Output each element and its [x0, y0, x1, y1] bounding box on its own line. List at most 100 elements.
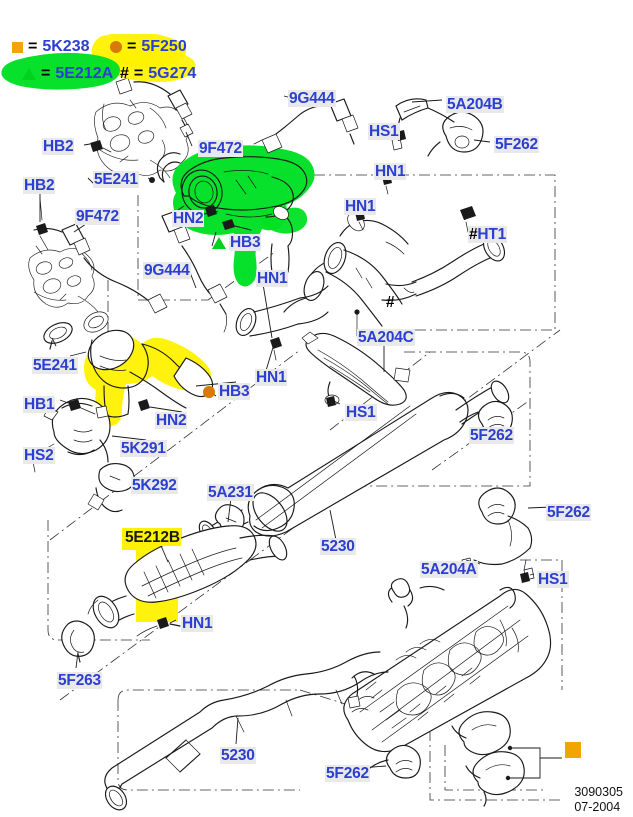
callout-label: HN2: [172, 210, 205, 227]
hash-prefix: #: [469, 226, 478, 243]
callout-label: HB2: [23, 177, 56, 194]
callout-HN1: HN1: [344, 198, 377, 215]
callout-label: 9F472: [198, 140, 243, 157]
isolator-pair-bottom-right: [451, 711, 562, 807]
gasket-seal-upper: [156, 152, 181, 183]
callout-label: 5F262: [325, 765, 370, 782]
tail-pipe-5230: [104, 651, 389, 811]
callout-label: 9F472: [75, 208, 120, 225]
callout-HB3: HB3: [212, 234, 262, 251]
callout-HB2: HB2: [42, 138, 75, 155]
callout-5230: 5230: [220, 747, 256, 764]
callout-label: 5K292: [131, 477, 178, 494]
rear-muffler: [343, 578, 552, 753]
callout-9F472: 9F472: [198, 140, 243, 157]
legend-code-5E212A: 5E212A: [55, 65, 114, 82]
callout-label: #: [386, 294, 395, 311]
callout-label: HS1: [368, 123, 400, 140]
legend-eq-1: =: [28, 38, 38, 55]
callout-label: #HT1: [468, 226, 508, 243]
callout-HN1: HN1: [181, 615, 214, 632]
hash-marker-icon: #: [120, 65, 129, 82]
callout-label: HN2: [155, 412, 188, 429]
callout-5F263: 5F263: [57, 672, 102, 689]
callout-HB2: HB2: [23, 177, 56, 194]
callout-5K292: 5K292: [131, 477, 178, 494]
callout-label: HB1: [23, 396, 56, 413]
bracket-5K292: [87, 463, 135, 513]
callout-label: 5F262: [546, 504, 591, 521]
front-pipe-converter: [83, 311, 214, 418]
legend-marker-square-bottom: [565, 742, 581, 758]
callout-9F472: 9F472: [75, 208, 120, 225]
callout-label: 5230: [320, 538, 356, 555]
callout-5230: 5230: [320, 538, 356, 555]
callout-label: 5230: [220, 747, 256, 764]
callout-label: 5A204C: [357, 329, 415, 346]
callout-HN1: HN1: [256, 270, 289, 287]
gasket-ring-5E241: [43, 322, 73, 350]
callout-label: HN1: [256, 270, 289, 287]
hanger-bushing-5F262-bottom: [369, 744, 421, 779]
drawing-number-block: 3090305 07-2004: [574, 785, 623, 815]
callout-label: HS1: [537, 571, 569, 588]
drawing-date: 07-2004: [574, 800, 621, 814]
oxygen-sensor-9G444-upper-right: [253, 98, 359, 154]
triangle-marker-icon: [22, 68, 36, 80]
callout-HS2: HS2: [23, 447, 55, 464]
legend-eq-4: =: [133, 65, 144, 82]
callout-label: HB2: [42, 138, 75, 155]
drawing-number: 3090305: [574, 785, 623, 799]
legend-item-5F250: = 5F250: [110, 38, 187, 56]
clamp-5K291: [43, 397, 111, 463]
exhaust-manifold-upper: [94, 99, 189, 179]
callout-HN2: HN2: [172, 210, 205, 227]
legend-item-5K238: = 5K238: [12, 38, 90, 56]
circle-marker-icon: [203, 385, 215, 398]
callout-5F262: 5F262: [494, 136, 539, 153]
callout-5K291: 5K291: [120, 440, 167, 457]
legend-eq-3: =: [41, 65, 51, 82]
callout-label: 5F262: [494, 136, 539, 153]
callout-label: HB3: [218, 383, 251, 400]
callout-5F262: 5F262: [469, 427, 514, 444]
callout-label: 5E241: [32, 357, 78, 374]
callout-HS1: HS1: [345, 404, 377, 421]
callout-HS1: HS1: [368, 123, 400, 140]
callout-5A231: 5A231: [207, 484, 254, 501]
callout-5E212B: 5E212B: [124, 529, 181, 546]
exhaust-manifold-lower: [28, 245, 99, 313]
triangle-marker-icon: [212, 236, 226, 249]
callout-: #: [385, 294, 395, 311]
callout-label: 5F262: [469, 427, 514, 444]
callout-HN1: HN1: [255, 369, 288, 386]
legend-code-5K238: 5K238: [42, 38, 90, 55]
callout-label: 5A231: [207, 484, 254, 501]
callout-label: 5F263: [57, 672, 102, 689]
heat-shield-5A204C: [301, 331, 411, 406]
callout-label: 9G444: [143, 262, 191, 279]
catalytic-converter-upper: [180, 156, 308, 273]
callout-5F262: 5F262: [325, 765, 370, 782]
legend-code-5F250: 5F250: [141, 38, 187, 55]
callout-5E241: 5E241: [32, 357, 78, 374]
callout-HT1: #HT1: [468, 226, 508, 243]
callout-HS1: HS1: [537, 571, 569, 588]
square-marker-icon: [12, 41, 23, 53]
callout-9G444: 9G444: [288, 90, 336, 107]
legend-item-5G274: # = 5G274: [120, 65, 196, 83]
oxygen-sensor-9F472-upper: [115, 77, 194, 138]
callout-label: 5E212B: [124, 529, 181, 546]
legend-eq-2: =: [127, 38, 137, 55]
callout-label: HN1: [255, 369, 288, 386]
hanger-bushing-5F262-top: [427, 111, 484, 157]
callout-5A204C: 5A204C: [357, 329, 415, 346]
catalytic-converter-green-highlight: [172, 145, 315, 287]
callout-label: HS2: [23, 447, 55, 464]
callout-5A204A: 5A204A: [420, 561, 478, 578]
circle-marker-icon: [110, 41, 122, 53]
callout-HN2: HN2: [155, 412, 188, 429]
lower-converter-5E212B: [87, 525, 288, 629]
